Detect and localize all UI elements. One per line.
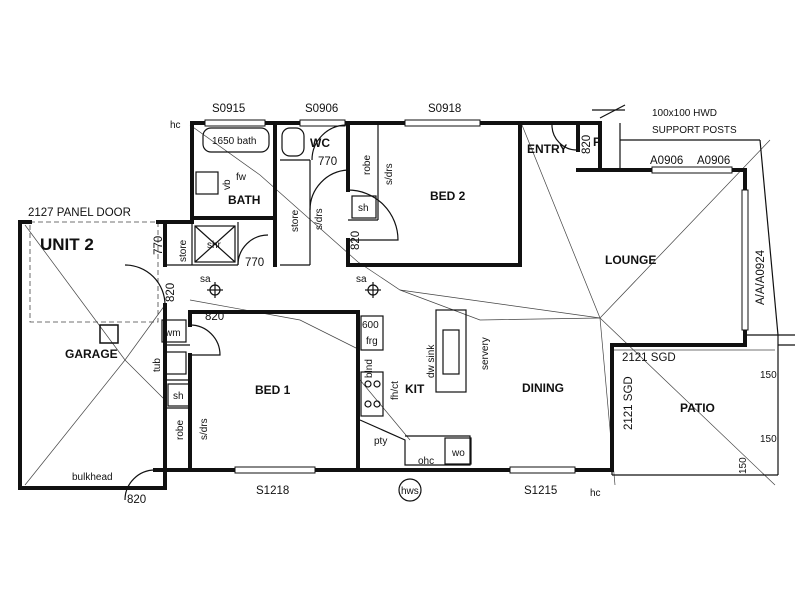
garage-post-icon: [99, 324, 119, 344]
door-770-bath-label: 770: [245, 257, 264, 269]
unit-title: UNIT 2: [40, 235, 94, 254]
sdrs-hall-label: s/drs: [314, 208, 325, 230]
garage-door-outline: [29, 221, 159, 323]
pty-label: pty: [374, 436, 387, 447]
sink-icon: [442, 329, 460, 375]
door-820-garage-label: 820: [127, 494, 146, 506]
room-patio-label: PATIO: [680, 401, 715, 415]
cooktop-icon: [360, 371, 384, 417]
ohc-label: ohc: [418, 456, 434, 467]
bath-fixture-label: 1650 bath: [212, 136, 257, 147]
store-hall-label: store: [290, 209, 301, 232]
patio-150c-label: 150: [738, 457, 749, 474]
fridge-icon: [360, 315, 384, 351]
room-wc-label: WC: [310, 136, 330, 150]
wo-label: wo: [451, 448, 465, 459]
sdrs-bed1-label: s/drs: [199, 418, 210, 440]
support-posts-line1: 100x100 HWD: [652, 108, 717, 119]
fhct-label: fh/ct: [390, 381, 401, 400]
washing-machine-icon: [161, 319, 187, 343]
frg-label: frg: [366, 336, 378, 347]
room-kit-label: KIT: [405, 382, 425, 396]
shower-bed1-icon: [167, 383, 191, 407]
toilet-icon: [281, 127, 305, 157]
door-820-entry-label: 820: [581, 135, 593, 154]
sa-right-label: sa: [356, 274, 367, 285]
shower-bed2-icon: [351, 195, 377, 219]
room-entry-label: ENTRY: [527, 142, 567, 156]
windows: [204, 119, 749, 474]
sgd-top-label: 2121 SGD: [622, 352, 676, 364]
door-swings: [124, 123, 579, 501]
door-770-store-label: 770: [153, 236, 165, 255]
wall-oven-icon: [444, 437, 472, 465]
sh-bed2-label: sh: [358, 203, 369, 214]
laundry-tub-icon: [165, 351, 187, 375]
sh-bed1-label: sh: [173, 391, 184, 402]
shower-ensuite-icon: [194, 225, 236, 263]
robe-bed1-label: robe: [175, 420, 186, 440]
door-820-bed2-label: 820: [350, 231, 362, 250]
hws-label: hws: [401, 486, 419, 497]
room-lounge-label: LOUNGE: [605, 253, 656, 267]
bulkhead-label: bulkhead: [72, 472, 113, 483]
island-bench-icon: [435, 309, 467, 393]
dw-sink-label: dw sink: [426, 344, 437, 378]
room-bed2-label: BED 2: [430, 189, 466, 203]
fw-label: fw: [236, 172, 247, 183]
sa-left-label: sa: [200, 274, 211, 285]
fixtures: [99, 104, 626, 502]
room-garage-label: GARAGE: [65, 347, 118, 361]
servery-label: servery: [480, 337, 491, 370]
tub-label: tub: [152, 358, 163, 372]
bath-tub-icon: [202, 127, 270, 153]
door-820-hall-label: 820: [165, 283, 177, 302]
sgd-side-label: 2121 SGD: [623, 376, 635, 430]
robe-bed2-label: robe: [362, 155, 373, 175]
patio-150a-label: 150: [760, 370, 777, 381]
window-s0915-label: S0915: [212, 103, 245, 115]
shr-label: shr: [207, 240, 222, 251]
window-s0906-label: S0906: [305, 103, 338, 115]
hc-top-label: hc: [170, 120, 181, 131]
support-posts-line2: SUPPORT POSTS: [652, 125, 737, 136]
walls: [18, 121, 747, 490]
store-garage-label: store: [178, 239, 189, 262]
door-820-bed1-label: 820: [205, 311, 224, 323]
patio-150b-label: 150: [760, 434, 777, 445]
vb-label: vb: [222, 179, 233, 190]
room-bath-label: BATH: [228, 193, 260, 207]
fridge-600-label: 600: [362, 320, 379, 331]
hot-water-system-icon: [398, 478, 422, 502]
window-s1215-label: S1215: [524, 485, 557, 497]
window-s0918-label: S0918: [428, 103, 461, 115]
window-a0906b-label: A0906: [697, 155, 730, 167]
vanity-basin-icon: [195, 171, 219, 195]
door-770-wc-label: 770: [318, 156, 337, 168]
p-label: P: [593, 135, 601, 149]
hc-bottom-label: hc: [590, 488, 601, 499]
sdrs-bed2-label: s/drs: [384, 163, 395, 185]
window-s1218-label: S1218: [256, 485, 289, 497]
room-bed1-label: BED 1: [255, 383, 291, 397]
window-a0924-label: A/A/A0924: [755, 249, 767, 305]
wm-label: wm: [164, 328, 181, 339]
window-a0906a-label: A0906: [650, 155, 683, 167]
blnd-label: blnd: [364, 359, 375, 378]
roof-lines: [24, 124, 776, 486]
panel-door-label: 2127 PANEL DOOR: [28, 207, 131, 219]
room-dining-label: DINING: [522, 381, 564, 395]
patio-outline: [611, 123, 795, 476]
